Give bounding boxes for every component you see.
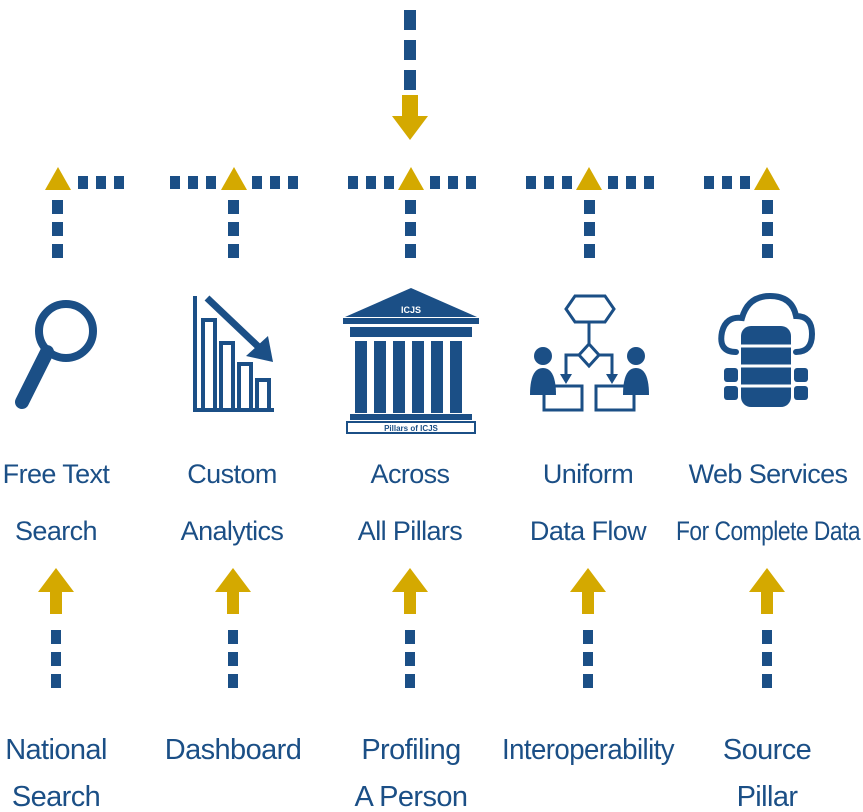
source-label-line1: Dashboard bbox=[165, 734, 301, 766]
top-connector-5 bbox=[704, 167, 780, 258]
top-connector-3 bbox=[348, 167, 476, 258]
source-label-line1: Profiling bbox=[361, 734, 460, 766]
source-label-line1: Interoperability bbox=[502, 734, 675, 766]
source-label-line1: National bbox=[5, 734, 107, 766]
feature-label-line2: Analytics bbox=[181, 516, 284, 546]
top-connector-1 bbox=[45, 167, 124, 258]
up-arrow-icon bbox=[570, 568, 606, 614]
top-connector-4 bbox=[526, 167, 654, 258]
bottom-connector-4 bbox=[570, 568, 606, 688]
bar-chart-icon bbox=[193, 295, 274, 412]
feature-label-line1: Custom bbox=[187, 459, 276, 489]
feature-label-line2: For Complete Data bbox=[676, 516, 861, 546]
pillar-plate-top-text: ICJS bbox=[401, 305, 421, 315]
bottom-connector-2 bbox=[215, 568, 251, 688]
down-arrow-icon bbox=[392, 95, 428, 140]
up-arrow-icon bbox=[754, 167, 780, 190]
bottom-connector-3 bbox=[392, 568, 428, 688]
up-arrow-icon bbox=[45, 167, 71, 190]
pillars-building-icon: ICJS Pillars of ICJS bbox=[343, 288, 479, 434]
source-label-line2: Search bbox=[12, 781, 100, 812]
source-label-line1: Source bbox=[723, 734, 811, 766]
data-flow-icon bbox=[530, 294, 649, 412]
feature-label-line1: Free Text bbox=[3, 459, 111, 489]
up-arrow-icon bbox=[221, 167, 247, 190]
feature-label-line2: All Pillars bbox=[358, 516, 463, 546]
source-label-line2: A Person bbox=[355, 781, 468, 812]
feature-label-line2: Data Flow bbox=[530, 516, 647, 546]
up-arrow-icon bbox=[215, 568, 251, 614]
up-arrow-icon bbox=[38, 568, 74, 614]
feature-label-line1: Uniform bbox=[543, 459, 633, 489]
magnifier-icon bbox=[15, 300, 97, 409]
bottom-connector-5 bbox=[749, 568, 785, 688]
bottom-connector-1 bbox=[38, 568, 74, 688]
up-arrow-icon bbox=[576, 167, 602, 190]
feature-label-line1: Across bbox=[371, 459, 450, 489]
top-connector-2 bbox=[170, 167, 298, 258]
up-arrow-icon bbox=[398, 167, 424, 190]
pillar-plate-base-text: Pillars of ICJS bbox=[384, 424, 438, 433]
cloud-database-icon bbox=[718, 292, 816, 407]
up-arrow-icon bbox=[392, 568, 428, 614]
source-label-line2: Pillar bbox=[737, 781, 799, 812]
incoming-connector bbox=[392, 10, 428, 140]
feature-label-line1: Web Services bbox=[689, 459, 848, 489]
feature-label-line2: Search bbox=[15, 516, 97, 546]
up-arrow-icon bbox=[749, 568, 785, 614]
